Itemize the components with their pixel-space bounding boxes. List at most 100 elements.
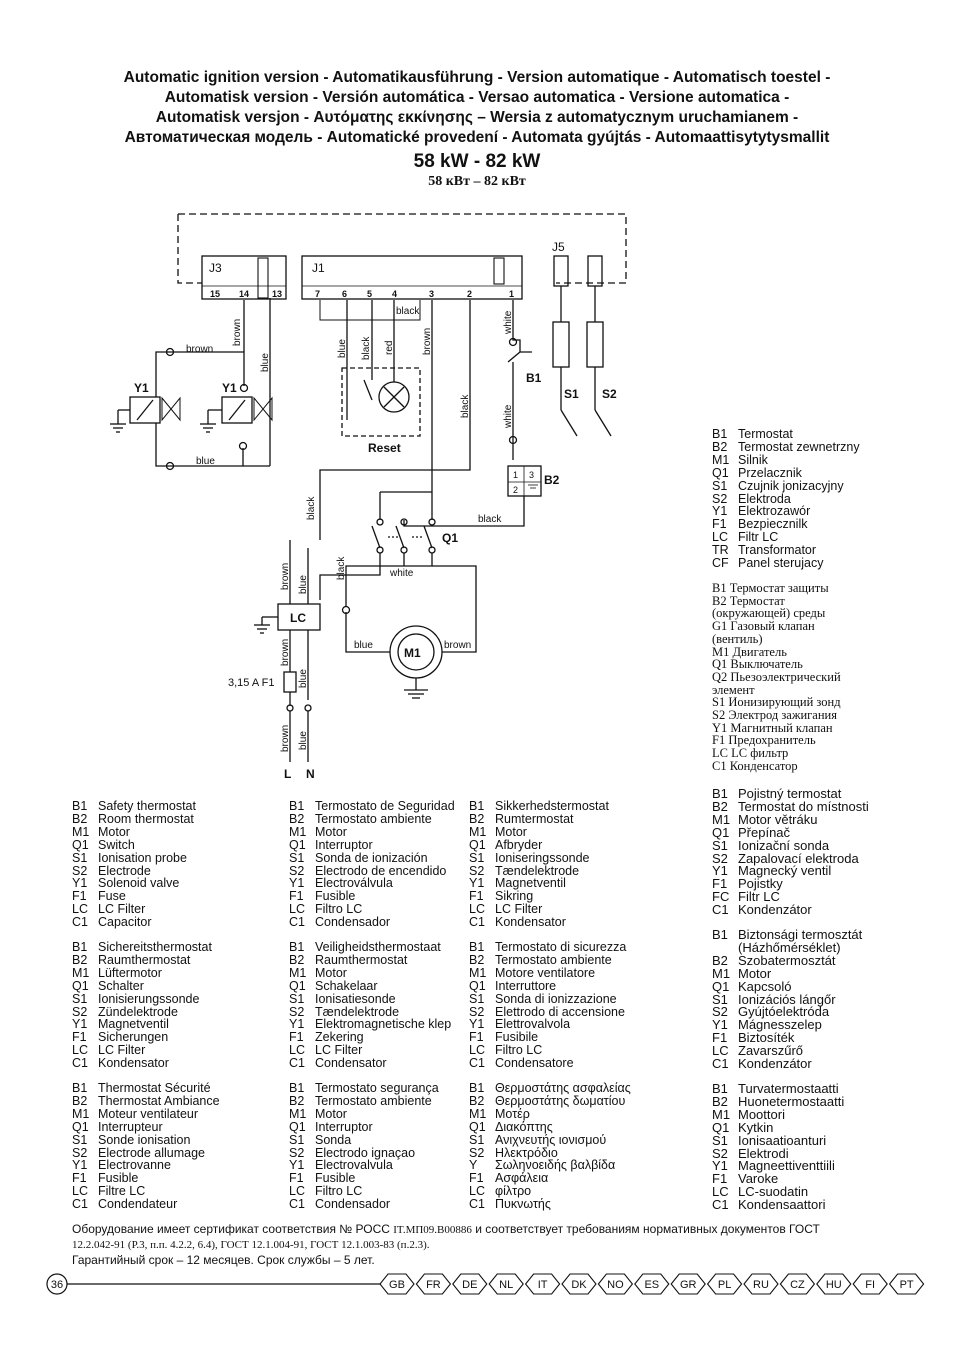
language-tab-gr[interactable]: GR bbox=[670, 1273, 706, 1295]
label-s1: S1 bbox=[564, 387, 579, 401]
legend-code: B1 bbox=[289, 1081, 305, 1095]
legend-code: S2 bbox=[469, 863, 485, 878]
language-tab-dk[interactable]: DK bbox=[561, 1273, 597, 1295]
legend-row: S1 Ионизирующий зонд bbox=[712, 695, 841, 710]
legend-description: Interruptor bbox=[315, 837, 373, 852]
wire-label-black-top: black bbox=[396, 306, 420, 317]
language-tab-label: HU bbox=[826, 1279, 842, 1291]
language-tab-ru[interactable]: RU bbox=[743, 1273, 779, 1295]
legend-description: Θερμοστάτης ασφαλείας bbox=[495, 1081, 631, 1095]
legend-code: B1 bbox=[72, 799, 88, 813]
language-tab-label: DK bbox=[571, 1279, 587, 1291]
language-tab-fr[interactable]: FR bbox=[415, 1273, 452, 1295]
legend-code: B1 bbox=[712, 786, 728, 801]
language-tab-hu[interactable]: HU bbox=[816, 1273, 852, 1295]
legend-row: S2 Электрод зажигания bbox=[712, 708, 837, 723]
language-tab-gb[interactable]: GB bbox=[379, 1273, 415, 1295]
title-line-1: Automatic ignition version - Automatikau… bbox=[123, 69, 831, 86]
enclosure-dashed-left bbox=[177, 214, 202, 284]
legend-code: Q1 bbox=[712, 465, 729, 480]
legend-code: M1 bbox=[289, 965, 307, 980]
legend-code: C1 bbox=[712, 1056, 729, 1072]
language-tab-it[interactable]: IT bbox=[524, 1273, 561, 1295]
legend-code: B2 bbox=[72, 1093, 88, 1108]
legend-description: Ionizační sonda bbox=[738, 837, 830, 853]
legend-row: B1 Термостат защиты bbox=[712, 581, 829, 595]
legend-description: Condensatore bbox=[495, 1056, 574, 1071]
legend-description: Condensador bbox=[315, 915, 391, 930]
wire-label-white-q1: white bbox=[389, 568, 414, 579]
language-tab-fi[interactable]: FI bbox=[852, 1273, 888, 1295]
legend-description: Kondenzátor bbox=[738, 1056, 812, 1072]
legend-description: Czujnik jonizacyjny bbox=[738, 478, 844, 493]
legend-code: F1 bbox=[72, 889, 87, 904]
legend-code: F1 bbox=[712, 876, 728, 892]
language-tab-es[interactable]: ES bbox=[634, 1273, 670, 1295]
language-tab-cz[interactable]: CZ bbox=[779, 1273, 816, 1295]
legend-code: S1 bbox=[469, 850, 485, 865]
legend-code: B1 bbox=[712, 1081, 728, 1096]
legend-description: Condensator bbox=[315, 1056, 387, 1071]
reset-relay: Reset black blue black red brown bbox=[319, 300, 433, 455]
legend-description: Elettrovalvola bbox=[495, 1017, 571, 1032]
pin-2: 2 bbox=[467, 289, 472, 299]
legend-description: Motor větráku bbox=[738, 811, 818, 827]
wire-label-black-relay: black bbox=[361, 336, 372, 360]
language-tab-pl[interactable]: PL bbox=[706, 1273, 743, 1295]
legend-code: B2 bbox=[712, 1093, 728, 1109]
legend-code: F1 bbox=[72, 1171, 87, 1186]
legend-code: S2 bbox=[469, 1145, 485, 1160]
legend-row: Q1 Выключатель bbox=[712, 657, 803, 672]
thermostat-b1: B1 white white bbox=[503, 300, 542, 460]
language-tab-no[interactable]: NO bbox=[597, 1273, 634, 1295]
legend-code: C1 bbox=[469, 1056, 485, 1071]
language-tab-nl[interactable]: NL bbox=[488, 1273, 524, 1295]
legend-code: M1 bbox=[469, 1106, 487, 1121]
legend-description: Elektromagnetische klep bbox=[315, 1017, 452, 1032]
language-tab-pt[interactable]: PT bbox=[888, 1273, 925, 1295]
legend-description: Lüftermotor bbox=[98, 965, 162, 980]
legend-code: Q1 bbox=[72, 1119, 89, 1134]
title-line-4: Автоматическая модель - Automatické prov… bbox=[124, 129, 830, 146]
legend-code: B1 bbox=[712, 427, 728, 441]
language-tab-label: ES bbox=[644, 1279, 659, 1291]
legend-description: LC Filter bbox=[98, 1043, 146, 1058]
legend-description: Filtro LC bbox=[315, 902, 363, 917]
legend-description: Zavarszűrő bbox=[738, 1043, 804, 1059]
legend-description: Varoke bbox=[738, 1171, 779, 1187]
legend-code: B2 bbox=[72, 952, 88, 967]
pin-3: 3 bbox=[429, 289, 434, 299]
label-y1-left: Y1 bbox=[134, 381, 149, 395]
language-tab-de[interactable]: DE bbox=[452, 1273, 488, 1295]
pin-13: 13 bbox=[272, 289, 282, 299]
legend-description: (Házhőmérséklet) bbox=[738, 939, 841, 955]
wire-label-blue-n: blue bbox=[298, 731, 309, 750]
legend-row: (окружающей) среды bbox=[712, 606, 826, 621]
legend-description: Zündelektrode bbox=[98, 1004, 178, 1019]
legend-description: Room thermostat bbox=[98, 811, 194, 826]
cert-line-2: 12.2.042-91 (Р.3, п.п. 4.2.2, 6.4), ГОСТ… bbox=[72, 1239, 430, 1251]
cert-number: IT.МП09.В00886 bbox=[393, 1224, 472, 1236]
